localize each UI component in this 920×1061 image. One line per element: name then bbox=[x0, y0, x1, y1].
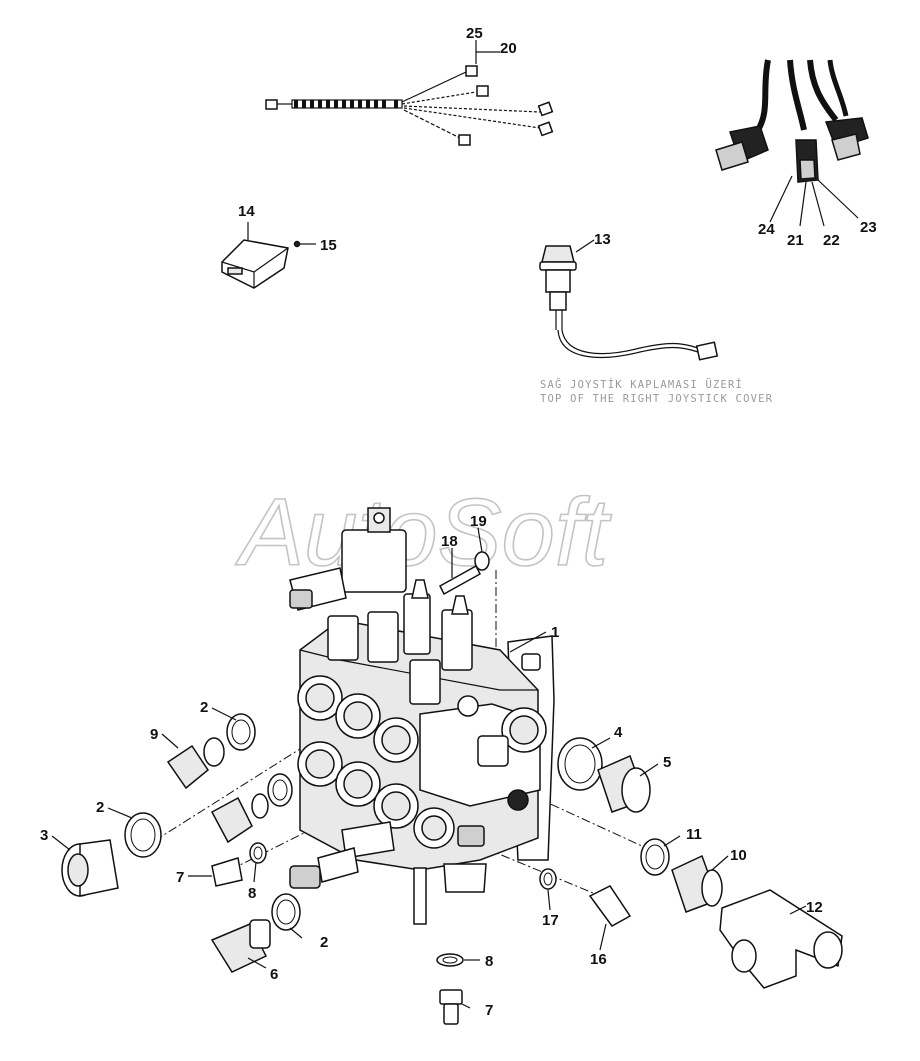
loose-fittings bbox=[61, 551, 843, 1025]
connector-cluster bbox=[715, 59, 869, 227]
callout-3: 3 bbox=[40, 827, 48, 844]
callout-17: 17 bbox=[542, 912, 559, 929]
callout-7-left: 7 bbox=[176, 869, 184, 886]
callout-2-lower: 2 bbox=[320, 934, 328, 951]
callout-11: 11 bbox=[686, 826, 702, 843]
callout-5: 5 bbox=[663, 754, 671, 771]
callout-24: 24 bbox=[758, 221, 775, 238]
callout-16: 16 bbox=[590, 951, 607, 968]
callout-13: 13 bbox=[594, 231, 611, 248]
note-line-en: TOP OF THE RIGHT JOYSTICK COVER bbox=[540, 393, 773, 405]
callout-23: 23 bbox=[860, 219, 877, 236]
callout-18: 18 bbox=[441, 533, 458, 550]
callout-2-upper: 2 bbox=[200, 699, 208, 716]
wiring-harness bbox=[265, 40, 554, 146]
callout-19: 19 bbox=[470, 513, 487, 530]
leader-lines bbox=[51, 527, 807, 1009]
control-module bbox=[221, 222, 316, 289]
control-valve-block bbox=[289, 507, 555, 925]
callout-9: 9 bbox=[150, 726, 158, 743]
callout-12: 12 bbox=[806, 899, 823, 916]
callout-14: 14 bbox=[238, 203, 255, 220]
callout-8-bottom: 8 bbox=[485, 953, 493, 970]
callout-25: 25 bbox=[466, 25, 483, 42]
watermark: AutoSoft bbox=[235, 479, 612, 586]
callout-20: 20 bbox=[500, 40, 517, 57]
callout-1: 1 bbox=[551, 624, 559, 641]
callout-15: 15 bbox=[320, 237, 337, 254]
callout-4: 4 bbox=[614, 724, 623, 741]
callout-10: 10 bbox=[730, 847, 747, 864]
callout-labels: 1 2 2 2 3 4 5 6 7 7 8 8 9 10 11 12 13 14… bbox=[40, 25, 877, 1019]
callout-8-left: 8 bbox=[248, 885, 256, 902]
callout-2-middle: 2 bbox=[96, 799, 104, 816]
callout-7-bottom: 7 bbox=[485, 1002, 493, 1019]
note-line-tr: SAĞ JOYSTİK KAPLAMASI ÜZERİ bbox=[540, 378, 743, 391]
push-button-switch bbox=[539, 239, 719, 361]
callout-21: 21 bbox=[787, 232, 804, 249]
callout-22: 22 bbox=[823, 232, 840, 249]
callout-6: 6 bbox=[270, 966, 278, 983]
